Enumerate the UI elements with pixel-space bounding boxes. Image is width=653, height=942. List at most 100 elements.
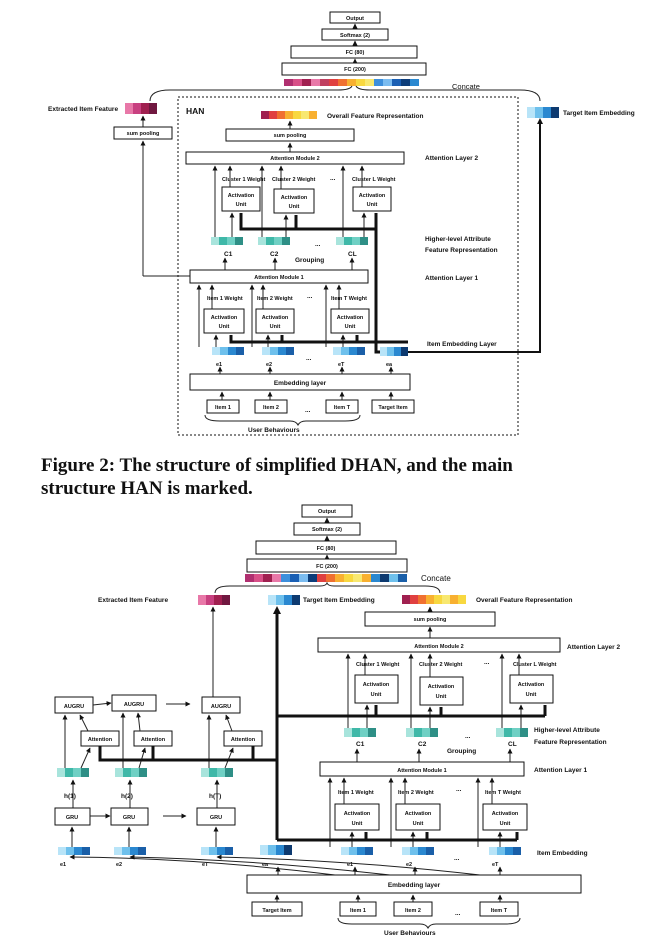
svg-text:Activation: Activation: [492, 811, 519, 817]
cluster-vector-1: [211, 237, 243, 245]
cluster-2-weight-label-2: Cluster 2 Weight: [419, 662, 462, 668]
fc80-label: FC (80): [346, 50, 365, 56]
attention-layer-2-label: Attention Layer 2: [425, 155, 478, 162]
eT-label: eT: [338, 362, 345, 368]
han-label: HAN: [186, 106, 204, 116]
cluster-vector-L-b: [496, 728, 528, 737]
activation-unit-cluster-L-b: Activation Unit: [509, 674, 554, 704]
item-weight-dots-2: ...: [456, 786, 462, 793]
item-1-box: [206, 399, 240, 414]
item-2-weight-label-2: Item 2 Weight: [398, 790, 434, 796]
attention-label-T: Attention: [231, 737, 256, 743]
softmax-label: Softmax (2): [340, 33, 370, 39]
svg-text:Activation: Activation: [281, 195, 308, 201]
embedding-layer-label-2: Embedding layer: [388, 882, 441, 889]
embedding-layer-box-2: [246, 874, 582, 894]
attention-module-1-label-2: Attention Module 1: [397, 768, 447, 774]
sum-pooling-box: [225, 128, 355, 142]
output-label: Output: [346, 16, 364, 22]
overall-feature-label-2: Overall Feature Representation: [476, 597, 572, 604]
item-2-label: Item 2: [263, 405, 279, 411]
arc-to-eT-left: [216, 854, 481, 876]
sum-pooling-box-2: [364, 611, 496, 627]
hidden-vector-T: [201, 768, 233, 777]
concat-vector-bottom: [245, 574, 407, 582]
concat-vector-top: [284, 79, 419, 86]
svg-text:Activation: Activation: [518, 682, 545, 688]
activation-unit-cluster-1: Activation Unit: [221, 186, 261, 212]
cluster-vector-L: [336, 237, 368, 245]
cluster-c1-label-2: C1: [356, 741, 365, 748]
embedding-e2-left: [114, 847, 146, 855]
grouping-label-2: Grouping: [447, 748, 476, 755]
grouping-label: Grouping: [295, 257, 324, 264]
cluster-cL-label-2: CL: [508, 741, 517, 748]
activation-unit-cluster-2-b: Activation Unit: [419, 676, 464, 706]
augru-label-2: AUGRU: [124, 702, 144, 708]
item-2-box: [254, 399, 288, 414]
cluster-dots-2: ...: [465, 733, 471, 740]
cluster-vector-2-b: [406, 728, 438, 737]
item-weight-dots: ...: [307, 293, 313, 300]
concat-brace-right: [355, 85, 541, 102]
h1-label: h(1): [64, 793, 76, 800]
user-behaviours-brace-2: [337, 917, 521, 930]
user-behaviours-brace: [204, 414, 361, 427]
overall-feature-vector-2: [402, 595, 466, 604]
cluster-vector-2: [258, 237, 290, 245]
activation-unit-cluster-L: Activation Unit: [352, 186, 392, 212]
embedding-layer-label: Embedding layer: [274, 380, 327, 387]
svg-text:Unit: Unit: [436, 694, 447, 700]
embedding-eT-right: [489, 847, 521, 855]
augru-box-2: [111, 694, 157, 712]
target-item-embedding-label-2: Target Item Embedding: [303, 597, 375, 604]
e2-label: e2: [266, 362, 272, 368]
softmax-label-2: Softmax (2): [312, 527, 342, 533]
fc200-box-2: [246, 558, 408, 573]
svg-text:Unit: Unit: [526, 692, 537, 698]
item-T-box: [325, 399, 359, 414]
attention-module-1-box-2: [319, 761, 525, 777]
embedding-e1-left: [58, 847, 90, 855]
gru-box-T: [196, 807, 236, 826]
figure-top: Output Softmax (2) FC (80) FC (200) Conc…: [48, 11, 635, 436]
augru-label-T: AUGRU: [211, 704, 231, 710]
embedding-eT-top: [333, 347, 365, 355]
higher-level-label-2-b: Feature Representation: [534, 739, 607, 746]
item-dots: ...: [305, 407, 311, 414]
attention-module-2-box: [185, 151, 405, 165]
item-T-weight-label: Item T Weight: [331, 296, 367, 302]
embedding-e1-right: [341, 847, 373, 855]
h2-label: h(2): [121, 793, 133, 800]
augru-box-T: [201, 696, 241, 714]
attention-layer-1-label-2: Attention Layer 1: [534, 767, 587, 774]
svg-text:Unit: Unit: [371, 692, 382, 698]
e1-label-left: e1: [60, 862, 66, 868]
target-item-embedding-vector-top: [527, 107, 559, 118]
attention-layer-2-label-2: Attention Layer 2: [567, 644, 620, 651]
target-item-embedding-vector-2: [268, 595, 300, 605]
extracted-item-feature-label: Extracted Item Feature: [48, 106, 118, 113]
cluster-weight-dots: ...: [330, 175, 336, 182]
concat-brace-bottom: [214, 581, 441, 594]
item-1-weight-label-2: Item 1 Weight: [338, 790, 374, 796]
cluster-cL-label: CL: [348, 251, 357, 258]
item-1-weight-label: Item 1 Weight: [207, 296, 243, 302]
svg-text:Activation: Activation: [428, 684, 455, 690]
sum-pooling-left-label: sum pooling: [127, 131, 160, 137]
emb-dots: ...: [306, 355, 312, 362]
cluster-c2-label-2: C2: [418, 741, 427, 748]
hidden-vector-2: [115, 768, 147, 777]
svg-text:Unit: Unit: [413, 821, 424, 827]
embedding-e2-top: [262, 347, 294, 355]
item-dots-2: ...: [455, 910, 461, 917]
svg-text:Unit: Unit: [345, 324, 356, 330]
gru-label-T: GRU: [210, 815, 222, 821]
hT-label: h(T): [209, 793, 221, 800]
output-box: [329, 11, 381, 24]
fc80-box: [290, 45, 418, 59]
svg-text:Activation: Activation: [344, 811, 371, 817]
item-2-box-2: [393, 901, 433, 917]
cluster-c1-label: C1: [224, 251, 233, 258]
